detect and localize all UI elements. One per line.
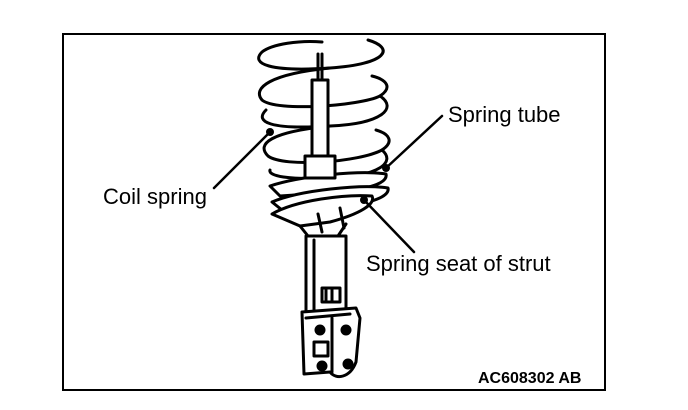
- knuckle-bracket-drawing: [300, 306, 362, 379]
- figure-frame: [62, 33, 606, 391]
- spring-seat-label: Spring seat of strut: [366, 251, 551, 276]
- strut-body-drawing: [304, 234, 348, 318]
- spring-seat-drawing: [270, 194, 375, 238]
- leader-dots: [266, 128, 390, 204]
- coil-spring-label: Coil spring: [103, 184, 207, 209]
- coil-spring-drawing: [257, 38, 391, 180]
- spring-tube-label: Spring tube: [448, 102, 561, 127]
- figure-id: AC608302 AB: [478, 370, 582, 387]
- leader-lines: [212, 114, 444, 254]
